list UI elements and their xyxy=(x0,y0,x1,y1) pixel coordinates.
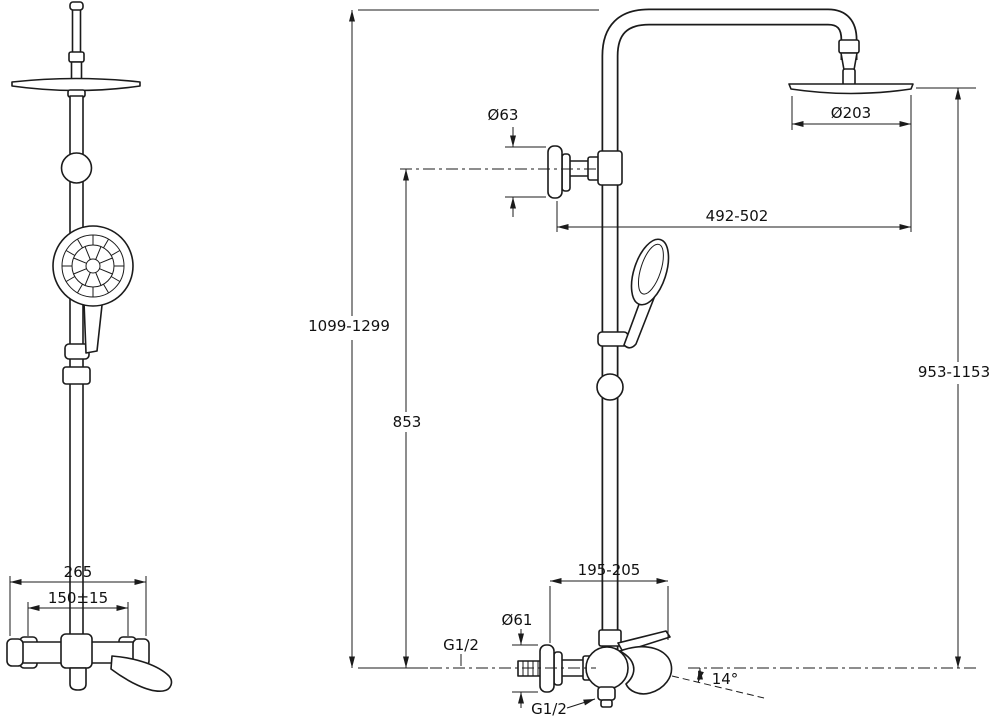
mixer-spout-front xyxy=(69,667,87,691)
mixer-cap-left xyxy=(6,638,24,667)
angle-arc xyxy=(696,667,704,683)
extension-lines xyxy=(9,576,147,636)
handshower-center xyxy=(85,258,101,274)
overhead-shower-side xyxy=(788,83,914,95)
label-inlet-centers: 150±15 xyxy=(48,589,108,607)
mixer-spout-side xyxy=(619,646,673,695)
dimension-dia63: Ø63 xyxy=(488,106,546,217)
wall-flange-escutcheon xyxy=(547,145,563,199)
annotation-outlet-thread: G1/2 xyxy=(531,698,596,718)
ball-joint-front xyxy=(60,152,93,184)
riser-tee-fitting xyxy=(597,150,623,186)
handshower-handle-side xyxy=(623,292,657,349)
extension-lines xyxy=(512,644,538,693)
slider-ball-side xyxy=(596,373,624,401)
label-dia63: Ø63 xyxy=(488,106,519,124)
label-outlet-thread: G1/2 xyxy=(531,700,567,718)
dimension-dia203: Ø203 xyxy=(791,95,912,232)
mixer-body-front xyxy=(60,633,93,669)
slider-bracket-front xyxy=(62,366,91,385)
handshower-spray-pattern xyxy=(62,235,124,297)
angle-reference-line xyxy=(671,675,765,699)
handshower-head-outline xyxy=(630,238,670,306)
handshower-holder-side xyxy=(597,331,629,347)
riser-pipe-fill xyxy=(603,10,856,650)
label-head-height: 953-1153 xyxy=(918,363,990,381)
handshower-face xyxy=(52,225,134,307)
label-reach: 492-502 xyxy=(706,207,769,225)
annotation-inlet-thread: G1/2 xyxy=(443,636,479,666)
label-overall-height: 1099-1299 xyxy=(308,317,390,335)
extension-lines xyxy=(549,586,669,643)
diverter-lever-side xyxy=(617,630,671,653)
shower-head-connector xyxy=(842,68,856,86)
dimension-inlet-centers: 150±15 xyxy=(27,589,129,636)
label-dia203: Ø203 xyxy=(831,104,871,122)
label-dia61: Ø61 xyxy=(502,611,533,629)
extension-lines xyxy=(505,146,546,198)
bottom-outlet-tip xyxy=(600,699,613,708)
top-rod xyxy=(71,7,82,55)
mixer-top-fitting xyxy=(598,629,622,647)
leader-line xyxy=(566,698,596,709)
extension-lines xyxy=(358,9,599,669)
wall-flange-inner xyxy=(561,153,571,192)
overhead-shower-front xyxy=(11,77,141,92)
riser-pipe-outline xyxy=(601,8,858,650)
shower-arm-ball-joint xyxy=(840,52,858,71)
label-inlet-thread: G1/2 xyxy=(443,636,479,654)
bottom-outlet-port xyxy=(597,686,616,701)
dimension-depth: 195-205 xyxy=(549,561,669,643)
top-rod-cap xyxy=(69,1,84,11)
annotation-spout-angle: 14° xyxy=(671,667,765,699)
label-spout-angle: 14° xyxy=(712,670,739,688)
dimension-overall-height: 1099-1299 xyxy=(308,9,599,669)
label-supply-height: 853 xyxy=(393,413,422,431)
label-valve-width: 265 xyxy=(64,563,93,581)
dimension-supply-height: 853 xyxy=(393,169,422,668)
label-depth: 195-205 xyxy=(578,561,641,579)
mixer-lever-front xyxy=(110,655,173,692)
dimension-head-height: 953-1153 xyxy=(916,87,990,668)
top-rod-nut xyxy=(68,51,85,63)
dimension-valve-width: 265 xyxy=(9,563,147,636)
handshower-head-side xyxy=(630,238,670,306)
dimension-reach: 492-502 xyxy=(556,201,911,232)
dimension-dia61: Ø61 xyxy=(502,611,538,708)
shower-arm-collar xyxy=(838,39,860,54)
centerlines xyxy=(400,168,978,669)
front-view xyxy=(6,1,173,692)
handshower-head-face-line xyxy=(637,243,664,295)
